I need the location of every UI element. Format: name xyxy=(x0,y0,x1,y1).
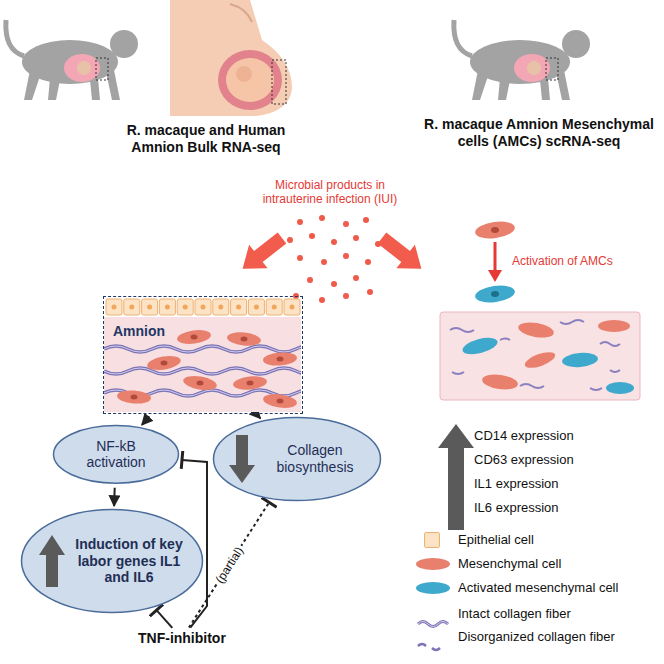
tissue-box: Amnion xyxy=(103,296,303,414)
node-text: NF-kB activation xyxy=(66,438,166,472)
process-ellipse: NF-kB activation xyxy=(52,424,180,485)
legend-text: Intact collagen fiber xyxy=(458,606,571,621)
annotation: Activation of AMCs xyxy=(512,254,642,268)
connector xyxy=(142,416,150,425)
connector xyxy=(113,488,116,506)
node-text: Induction of key labor genes IL1 and IL6 xyxy=(72,536,186,586)
annotation: IL6 expression xyxy=(474,500,624,516)
monkey-figure xyxy=(6,20,138,100)
connector xyxy=(258,416,260,418)
legend-text: Disorganized collagen fiber xyxy=(458,629,615,644)
process-ellipse: Induction of key labor genes IL1 and IL6 xyxy=(20,508,204,614)
edge-label: (partial) xyxy=(211,542,247,587)
panel-title: R. macaque Amnion Mesenchymal cells (AMC… xyxy=(420,116,658,150)
annotation: CD14 expression xyxy=(474,428,624,444)
cell-activation xyxy=(474,219,516,304)
legend-swatch xyxy=(416,582,450,594)
node-text: Collagen biosynthesis xyxy=(264,442,366,476)
monkey-figure xyxy=(454,20,590,100)
human-figure xyxy=(170,0,292,116)
increase-arrow xyxy=(438,424,474,530)
node-text: TNF-inhibitor xyxy=(138,630,226,647)
legend-text: Epithelial cell xyxy=(458,532,534,547)
annotation: IL1 expression xyxy=(474,476,624,492)
legend-fiber-samples xyxy=(418,622,448,651)
process-ellipse: Collagen biosynthesis xyxy=(212,416,382,502)
connector xyxy=(157,610,173,628)
decrease-arrow xyxy=(229,435,255,483)
amc-panel xyxy=(440,312,640,400)
tissue-label: Amnion xyxy=(110,323,168,339)
red-arrow xyxy=(233,226,291,280)
legend-swatch xyxy=(424,532,440,548)
panel-title: R. macaque and Human Amnion Bulk RNA-seq xyxy=(118,122,294,156)
microbe-dots xyxy=(287,215,381,303)
red-arrow xyxy=(373,226,431,280)
increase-arrow xyxy=(39,535,65,587)
text-node: TNF-inhibitor xyxy=(138,630,226,647)
legend-text: Activated mesenchymal cell xyxy=(458,580,618,595)
annotation: Microbial products in intrauterine infec… xyxy=(252,178,408,207)
legend-swatch xyxy=(416,558,450,570)
legend-text: Mesenchymal cell xyxy=(458,556,561,571)
amnion-tissue xyxy=(104,297,301,412)
annotation: CD63 expression xyxy=(474,452,624,468)
